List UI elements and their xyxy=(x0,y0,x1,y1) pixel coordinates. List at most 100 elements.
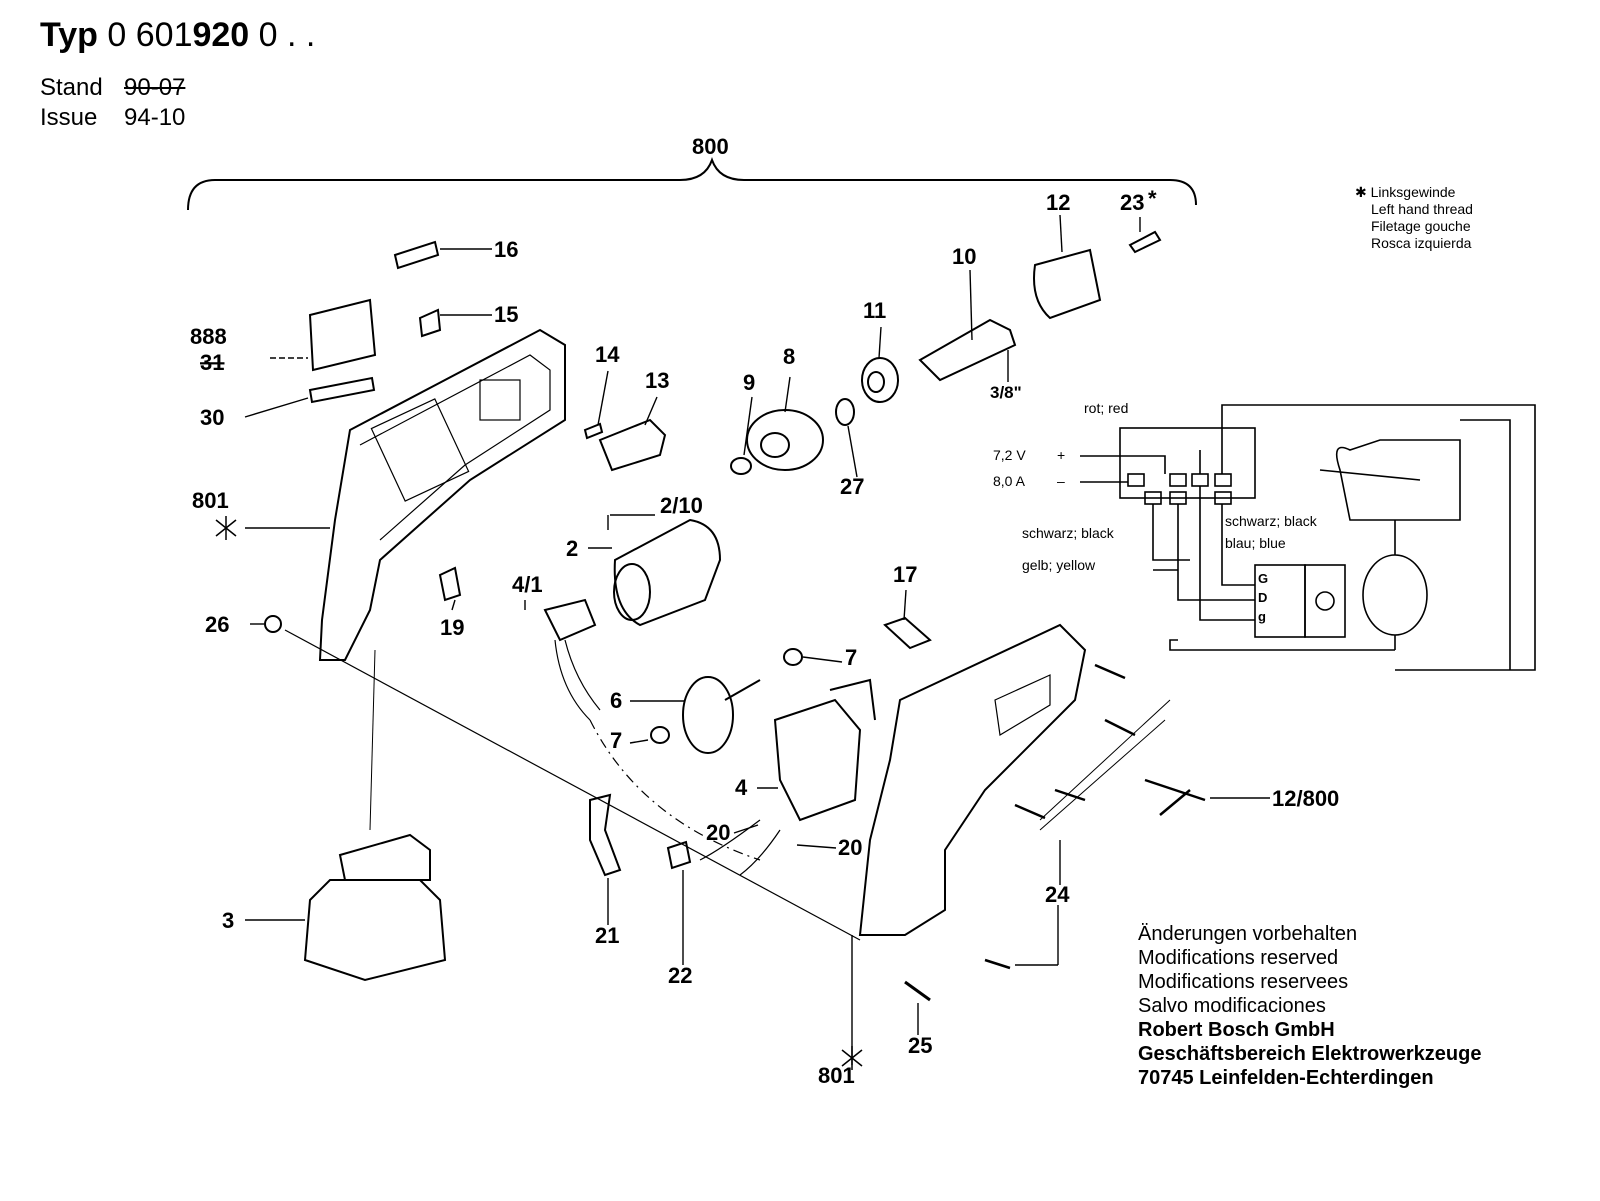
label-26: 26 xyxy=(205,612,229,637)
issue-value: 94-10 xyxy=(124,104,186,131)
label-23-star: * xyxy=(1148,186,1157,211)
chuck-12 xyxy=(1033,248,1102,320)
label-801-bottom: 801 xyxy=(818,1063,855,1088)
label-30: 30 xyxy=(200,405,224,430)
label-15: 15 xyxy=(494,302,518,327)
pin-label-D: D xyxy=(1258,590,1267,605)
label-plate-30 xyxy=(308,376,376,404)
plus-terminal: + xyxy=(1057,447,1065,463)
left-hand-thread-note: ✱ Linksgewinde Left hand thread Filetage… xyxy=(1355,184,1473,252)
label-3-8-inch: 3/8" xyxy=(990,383,1022,402)
wires-20 xyxy=(699,819,781,876)
asterisk-marks xyxy=(215,516,863,1070)
stand-row: Stand 90-07 xyxy=(40,74,185,102)
footer-line-1: Änderungen vorbehalten xyxy=(1138,923,1358,945)
company-name: Robert Bosch GmbH xyxy=(1138,1019,1335,1041)
typ-number-part3: 0 . . xyxy=(258,16,316,54)
company-division: Geschäftsbereich Elektrowerkzeuge xyxy=(1138,1043,1482,1065)
label-2: 2 xyxy=(566,536,578,561)
screw-25 xyxy=(904,980,931,1002)
label-20-right: 20 xyxy=(838,835,862,860)
left-housing-half xyxy=(318,328,566,661)
note-line-4: Rosca izquierda xyxy=(1371,235,1472,251)
footer-line-4: Salvo modificaciones xyxy=(1138,995,1326,1017)
label-22: 22 xyxy=(668,963,692,988)
note-line-3: Filetage gouche xyxy=(1371,218,1471,234)
pin-label-G: G xyxy=(1258,571,1268,586)
label-4: 4 xyxy=(735,775,748,800)
clip-17 xyxy=(883,616,932,650)
label-6: 6 xyxy=(610,688,622,713)
part-9-ring xyxy=(730,457,752,475)
wire-label-red: rot; red xyxy=(1084,400,1128,416)
label-31: 31 xyxy=(200,350,224,375)
assembly-800-brace xyxy=(187,156,1197,211)
label-23: 23 xyxy=(1120,190,1144,215)
label-10: 10 xyxy=(952,244,976,269)
label-16: 16 xyxy=(494,237,518,262)
label-800: 800 xyxy=(692,134,729,159)
motor-2 xyxy=(613,518,722,627)
minus-terminal: – xyxy=(1057,473,1065,489)
washer-27 xyxy=(835,398,855,426)
label-3: 3 xyxy=(222,908,234,933)
typ-number-part1: 0 601 xyxy=(107,16,193,54)
bush-7a xyxy=(783,648,803,666)
label-888: 888 xyxy=(190,324,227,349)
type-number: Typ 0 601920 0 . . xyxy=(40,16,315,55)
label-7-upper: 7 xyxy=(845,645,857,670)
label-20-left: 20 xyxy=(706,820,730,845)
part-14 xyxy=(583,422,604,440)
spindle-10 xyxy=(918,318,1017,382)
screws-24 xyxy=(984,663,1136,970)
star-icon: ✱ xyxy=(1355,184,1367,200)
label-801-top: 801 xyxy=(192,488,229,513)
footer-line-2: Modifications reserved xyxy=(1138,947,1339,969)
pin-label-g: g xyxy=(1258,609,1266,624)
label-11: 11 xyxy=(863,298,886,323)
label-19: 19 xyxy=(440,615,464,640)
clip-19 xyxy=(438,566,462,602)
wire-label-black-right: schwarz; black xyxy=(1225,513,1318,529)
screw-23 xyxy=(1128,230,1162,254)
gear-6 xyxy=(682,676,734,754)
company-address: 70745 Leinfelden-Echterdingen xyxy=(1138,1067,1434,1089)
label-17: 17 xyxy=(893,562,917,587)
wire-label-black-left: schwarz; black xyxy=(1022,525,1115,541)
typ-label: Typ xyxy=(40,16,98,54)
label-13: 13 xyxy=(645,368,669,393)
label-24: 24 xyxy=(1045,882,1070,907)
bush-22 xyxy=(666,840,692,870)
right-housing-half xyxy=(858,623,1087,936)
footer-notice: Änderungen vorbehalten Modifications res… xyxy=(1138,922,1481,1090)
chuck-key-12-800 xyxy=(1144,778,1206,816)
label-8: 8 xyxy=(783,344,795,369)
label-9: 9 xyxy=(743,370,755,395)
voltage-label: 7,2 V xyxy=(993,447,1026,463)
label-plate-888 xyxy=(308,298,377,372)
switch-4 xyxy=(773,698,862,822)
note-line-2: Left hand thread xyxy=(1371,201,1473,217)
label-25: 25 xyxy=(908,1033,932,1058)
battery-3 xyxy=(303,879,447,982)
current-label: 8,0 A xyxy=(993,473,1026,489)
note-line-1: Linksgewinde xyxy=(1370,184,1456,200)
label-14: 14 xyxy=(595,342,620,367)
label-21: 21 xyxy=(595,923,619,948)
stand-value: 90-07 xyxy=(124,74,186,101)
wire-label-blue: blau; blue xyxy=(1225,535,1286,551)
label-4-1: 4/1 xyxy=(512,572,543,597)
wire-label-yellow: gelb; yellow xyxy=(1022,557,1096,573)
belt-clip-21 xyxy=(589,793,622,877)
label-2-10: 2/10 xyxy=(660,493,703,518)
brush-holder-4-1 xyxy=(543,598,597,642)
clip-15 xyxy=(418,308,442,338)
footer-line-3: Modifications reservees xyxy=(1138,971,1349,993)
label-12: 12 xyxy=(1046,190,1070,215)
bearing-11 xyxy=(861,357,899,403)
stand-label: Stand xyxy=(40,74,103,101)
label-7-lower: 7 xyxy=(610,728,622,753)
gear-8 xyxy=(746,409,824,471)
